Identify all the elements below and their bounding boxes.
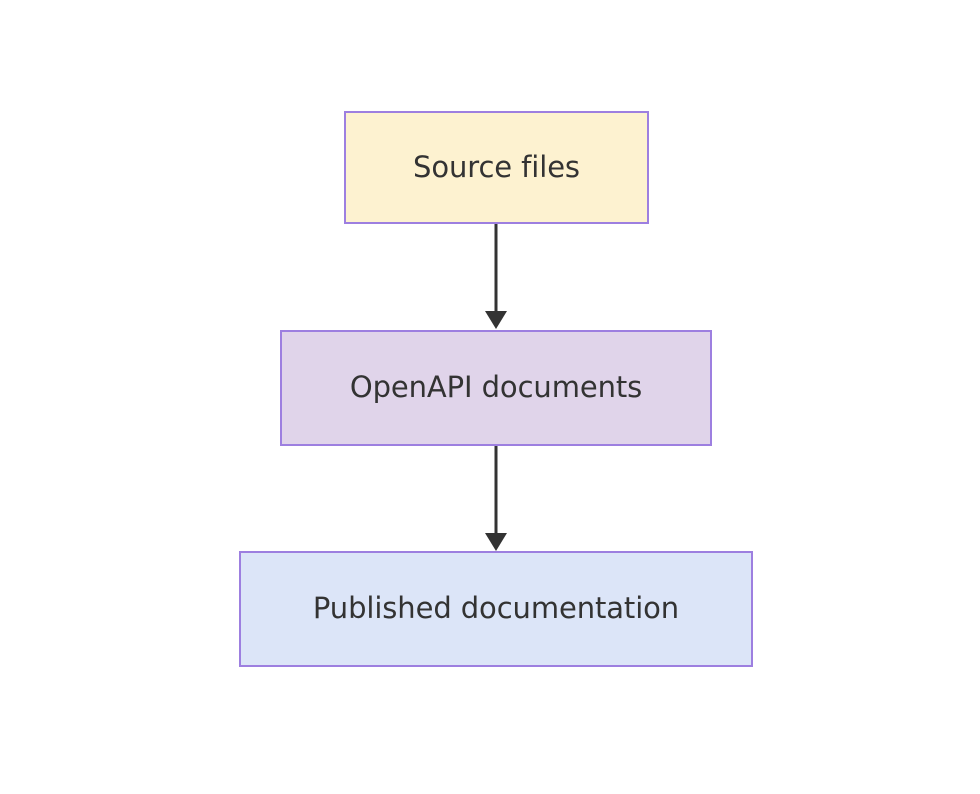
node-published-documentation-label: Published documentation <box>312 591 680 626</box>
node-source-files[interactable]: Source files <box>344 111 649 224</box>
edge-source-to-openapi <box>485 224 507 329</box>
node-published-documentation[interactable]: Published documentation <box>239 551 753 667</box>
node-openapi-documents-label: OpenAPI documents <box>349 370 643 405</box>
node-source-files-label: Source files <box>413 149 580 184</box>
node-openapi-documents[interactable]: OpenAPI documents <box>280 330 712 446</box>
arrowhead-icon <box>485 311 507 329</box>
arrowhead-icon <box>485 533 507 551</box>
edge-openapi-to-published <box>485 446 507 551</box>
